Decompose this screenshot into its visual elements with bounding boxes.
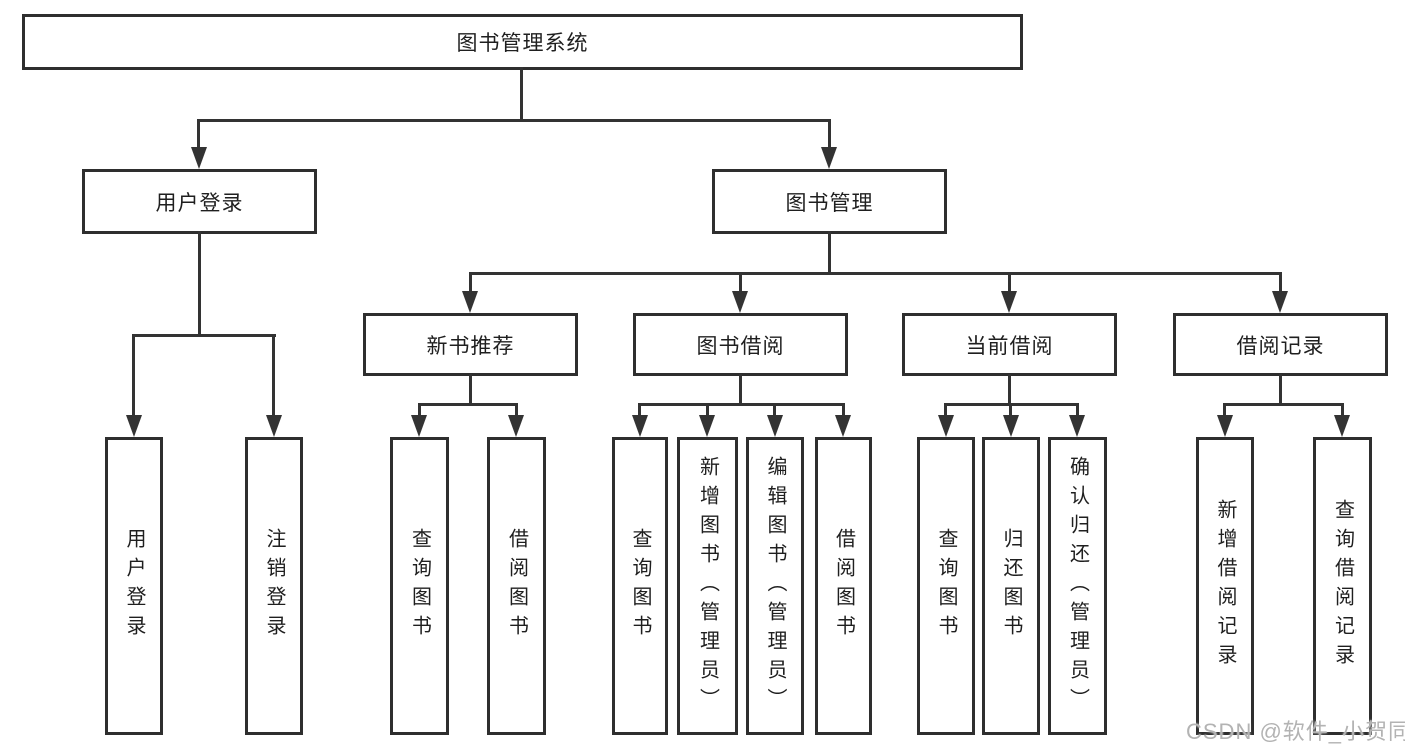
leaf-label: 查询图书 bbox=[935, 528, 957, 644]
connector-line bbox=[842, 403, 845, 417]
node-book-management: 图书管理 bbox=[712, 169, 947, 234]
leaf-label: 新增图书（管理员） bbox=[696, 455, 719, 717]
connector-line bbox=[1223, 403, 1344, 406]
watermark: CSDN @软件_小贺同学 bbox=[1186, 719, 1405, 744]
connector-line bbox=[1223, 403, 1226, 417]
arrowhead-down-icon bbox=[1001, 291, 1017, 313]
node-label: 图书借阅 bbox=[696, 334, 785, 358]
leaf-add-books-admin: 新增图书（管理员） bbox=[677, 437, 738, 735]
arrowhead-down-icon bbox=[767, 415, 783, 437]
connector-line bbox=[469, 272, 472, 293]
arrowhead-down-icon bbox=[632, 415, 648, 437]
node-label: 图书管理系统 bbox=[456, 32, 589, 55]
leaf-borrow-books-borrowing: 借阅图书 bbox=[815, 437, 872, 735]
arrowhead-down-icon bbox=[1334, 415, 1350, 437]
connector-line bbox=[638, 403, 845, 406]
node-label: 图书管理 bbox=[785, 191, 874, 215]
connector-line bbox=[638, 403, 641, 417]
leaf-query-books-recommend: 查询图书 bbox=[390, 437, 449, 735]
connector-line bbox=[197, 119, 831, 122]
connector-line bbox=[469, 272, 1282, 275]
connector-line bbox=[1279, 272, 1282, 293]
arrowhead-down-icon bbox=[835, 415, 851, 437]
connector-line bbox=[828, 231, 831, 275]
node-label: 新书推荐 bbox=[426, 334, 515, 358]
leaf-label: 查询图书 bbox=[408, 528, 431, 644]
arrowhead-down-icon bbox=[411, 415, 427, 437]
arrowhead-down-icon bbox=[462, 291, 478, 313]
leaf-label: 编辑图书（管理员） bbox=[764, 455, 786, 717]
leaf-label: 新增借阅记录 bbox=[1214, 499, 1236, 673]
leaf-label: 查询借阅记录 bbox=[1331, 499, 1354, 673]
arrowhead-down-icon bbox=[1003, 415, 1019, 437]
leaf-user-login: 用户登录 bbox=[105, 437, 163, 735]
connector-line bbox=[520, 67, 523, 122]
arrowhead-down-icon bbox=[1217, 415, 1233, 437]
leaf-edit-books-admin: 编辑图书（管理员） bbox=[746, 437, 804, 735]
connector-line bbox=[1279, 374, 1282, 406]
arrowhead-down-icon bbox=[126, 415, 142, 437]
connector-line bbox=[132, 334, 135, 417]
connector-line bbox=[1341, 403, 1344, 417]
node-new-book-recommendation: 新书推荐 bbox=[363, 313, 578, 376]
leaf-borrow-books-recommend: 借阅图书 bbox=[487, 437, 546, 735]
node-current-borrowing: 当前借阅 bbox=[902, 313, 1117, 376]
connector-line bbox=[418, 403, 421, 417]
connector-line bbox=[132, 334, 276, 337]
connector-line bbox=[272, 334, 275, 417]
connector-line bbox=[515, 403, 518, 417]
leaf-add-borrow-record: 新增借阅记录 bbox=[1196, 437, 1254, 735]
connector-line bbox=[198, 231, 201, 337]
connector-line bbox=[828, 119, 831, 149]
connector-line bbox=[773, 403, 776, 417]
leaf-label: 借阅图书 bbox=[832, 528, 855, 644]
leaf-query-books-current: 查询图书 bbox=[917, 437, 975, 735]
node-user-login: 用户登录 bbox=[82, 169, 317, 234]
connector-line bbox=[739, 374, 742, 406]
leaf-confirm-return-admin: 确认归还（管理员） bbox=[1048, 437, 1107, 735]
node-library-management-system: 图书管理系统 bbox=[22, 14, 1023, 70]
arrowhead-down-icon bbox=[938, 415, 954, 437]
node-label: 当前借阅 bbox=[965, 334, 1054, 358]
leaf-label: 归还图书 bbox=[1000, 528, 1022, 644]
connector-line bbox=[1009, 403, 1012, 417]
arrowhead-down-icon bbox=[821, 147, 837, 169]
connector-line bbox=[706, 403, 709, 417]
connector-line bbox=[197, 119, 200, 149]
connector-line bbox=[418, 403, 518, 406]
arrowhead-down-icon bbox=[732, 291, 748, 313]
arrowhead-down-icon bbox=[1069, 415, 1085, 437]
leaf-return-books: 归还图书 bbox=[982, 437, 1040, 735]
leaf-label: 确认归还（管理员） bbox=[1066, 455, 1089, 717]
connector-line bbox=[944, 403, 947, 417]
connector-line bbox=[469, 374, 472, 406]
arrowhead-down-icon bbox=[266, 415, 282, 437]
node-label: 用户登录 bbox=[155, 191, 244, 215]
connector-line bbox=[1008, 374, 1011, 406]
connector-line bbox=[1008, 272, 1011, 293]
node-borrowing-records: 借阅记录 bbox=[1173, 313, 1388, 376]
connector-line bbox=[1076, 403, 1079, 417]
connector-line bbox=[739, 272, 742, 293]
leaf-label: 注销登录 bbox=[263, 528, 285, 644]
leaf-query-borrow-record: 查询借阅记录 bbox=[1313, 437, 1372, 735]
leaf-label: 借阅图书 bbox=[505, 528, 528, 644]
leaf-label: 查询图书 bbox=[629, 528, 651, 644]
leaf-logout-login: 注销登录 bbox=[245, 437, 303, 735]
leaf-label: 用户登录 bbox=[123, 528, 145, 644]
node-label: 借阅记录 bbox=[1236, 334, 1325, 358]
arrowhead-down-icon bbox=[508, 415, 524, 437]
arrowhead-down-icon bbox=[699, 415, 715, 437]
node-book-borrowing: 图书借阅 bbox=[633, 313, 848, 376]
leaf-query-books-borrowing: 查询图书 bbox=[612, 437, 668, 735]
arrowhead-down-icon bbox=[1272, 291, 1288, 313]
arrowhead-down-icon bbox=[191, 147, 207, 169]
